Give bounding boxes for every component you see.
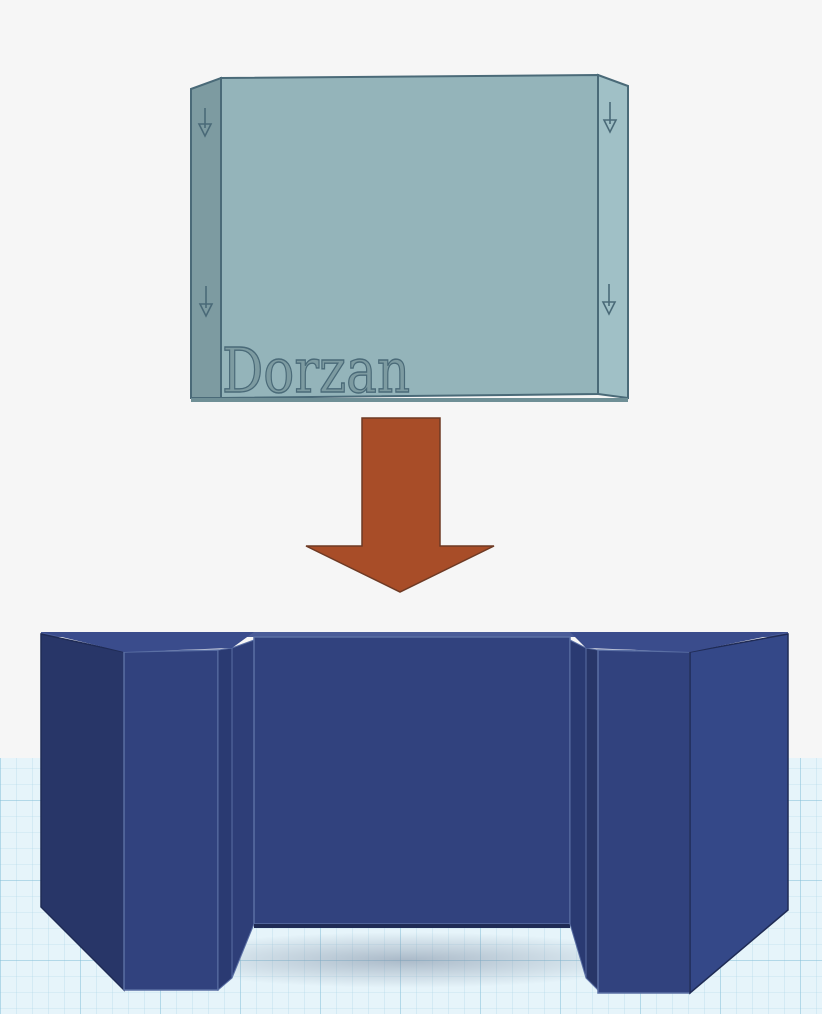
base-object[interactable] [40,632,789,995]
base-shadow [155,932,655,988]
engraved-text: Dorzan [222,334,410,407]
down-arrow-icon [602,102,618,134]
placement-arrow[interactable] [305,417,495,593]
down-arrow-icon [198,286,214,318]
lid-object[interactable]: Dorzan [190,73,629,408]
down-arrow-icon [197,108,213,138]
down-arrow-icon [601,284,617,316]
